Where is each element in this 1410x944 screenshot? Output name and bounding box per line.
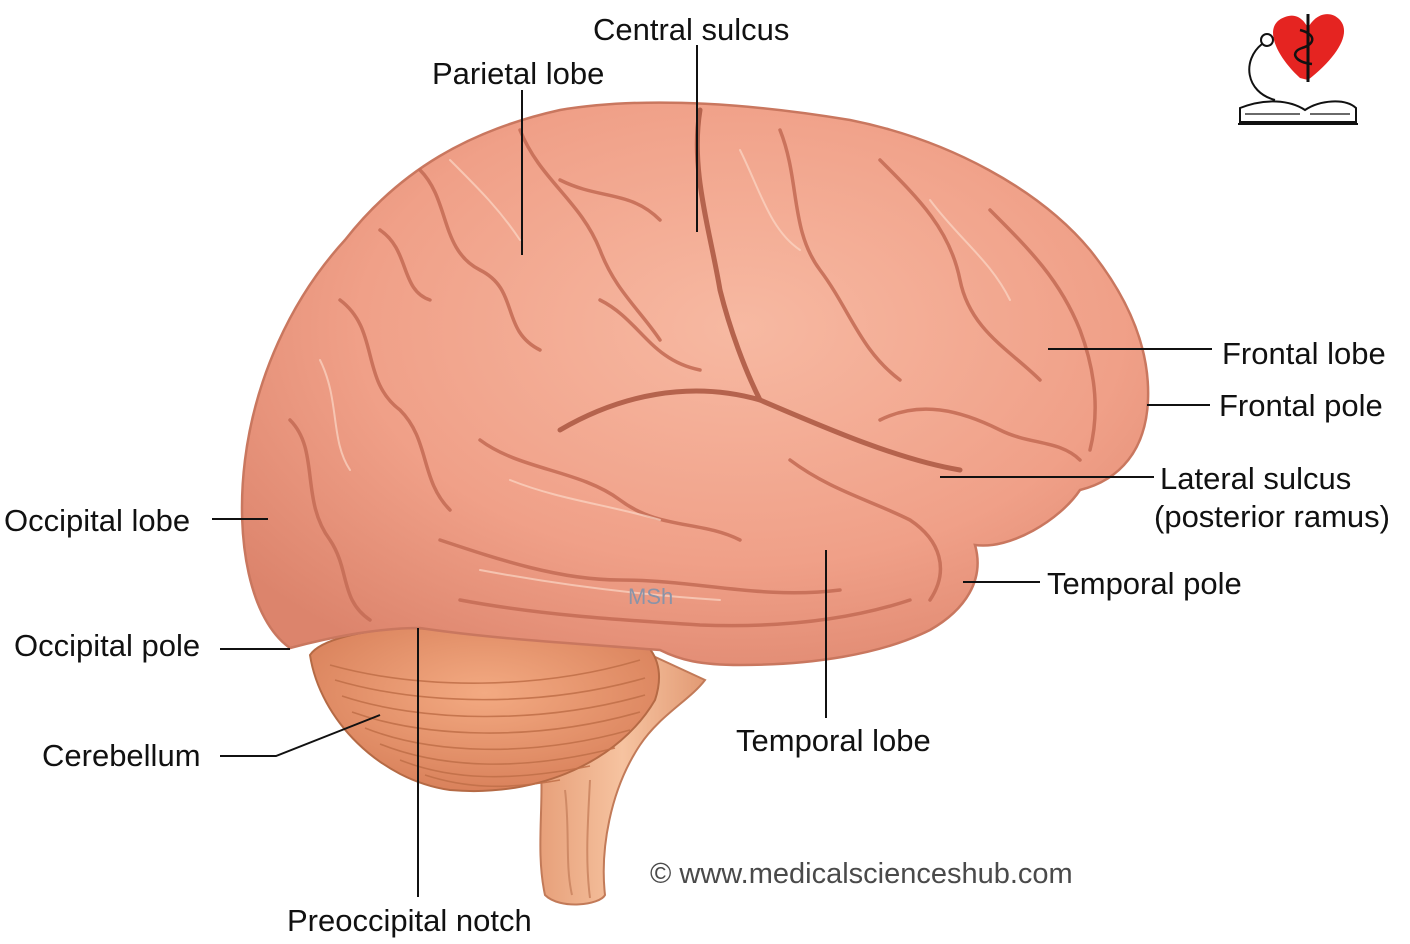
label-occipital-pole: Occipital pole <box>14 628 201 663</box>
label-temporal-pole: Temporal pole <box>1047 566 1242 601</box>
logo-icon <box>1238 14 1358 125</box>
leader-cerebellum <box>220 714 381 757</box>
label-lateral-sulcus: Lateral sulcus <box>1160 461 1352 496</box>
cerebrum-shape <box>240 101 1150 667</box>
label-occipital-lobe: Occipital lobe <box>4 503 191 538</box>
label-parietal-lobe: Parietal lobe <box>432 56 605 91</box>
label-frontal-lobe: Frontal lobe <box>1222 336 1386 371</box>
copyright-text: © www.medicalscienceshub.com <box>650 858 1073 890</box>
label-central-sulcus: Central sulcus <box>593 12 790 47</box>
label-cerebellum: Cerebellum <box>42 738 201 773</box>
label-lateral-sulcus-ramus: (posterior ramus) <box>1154 499 1390 534</box>
label-temporal-lobe: Temporal lobe <box>736 723 931 758</box>
watermark: MSh <box>628 584 674 609</box>
label-frontal-pole: Frontal pole <box>1219 388 1383 423</box>
label-preoccipital-notch: Preoccipital notch <box>287 903 532 938</box>
